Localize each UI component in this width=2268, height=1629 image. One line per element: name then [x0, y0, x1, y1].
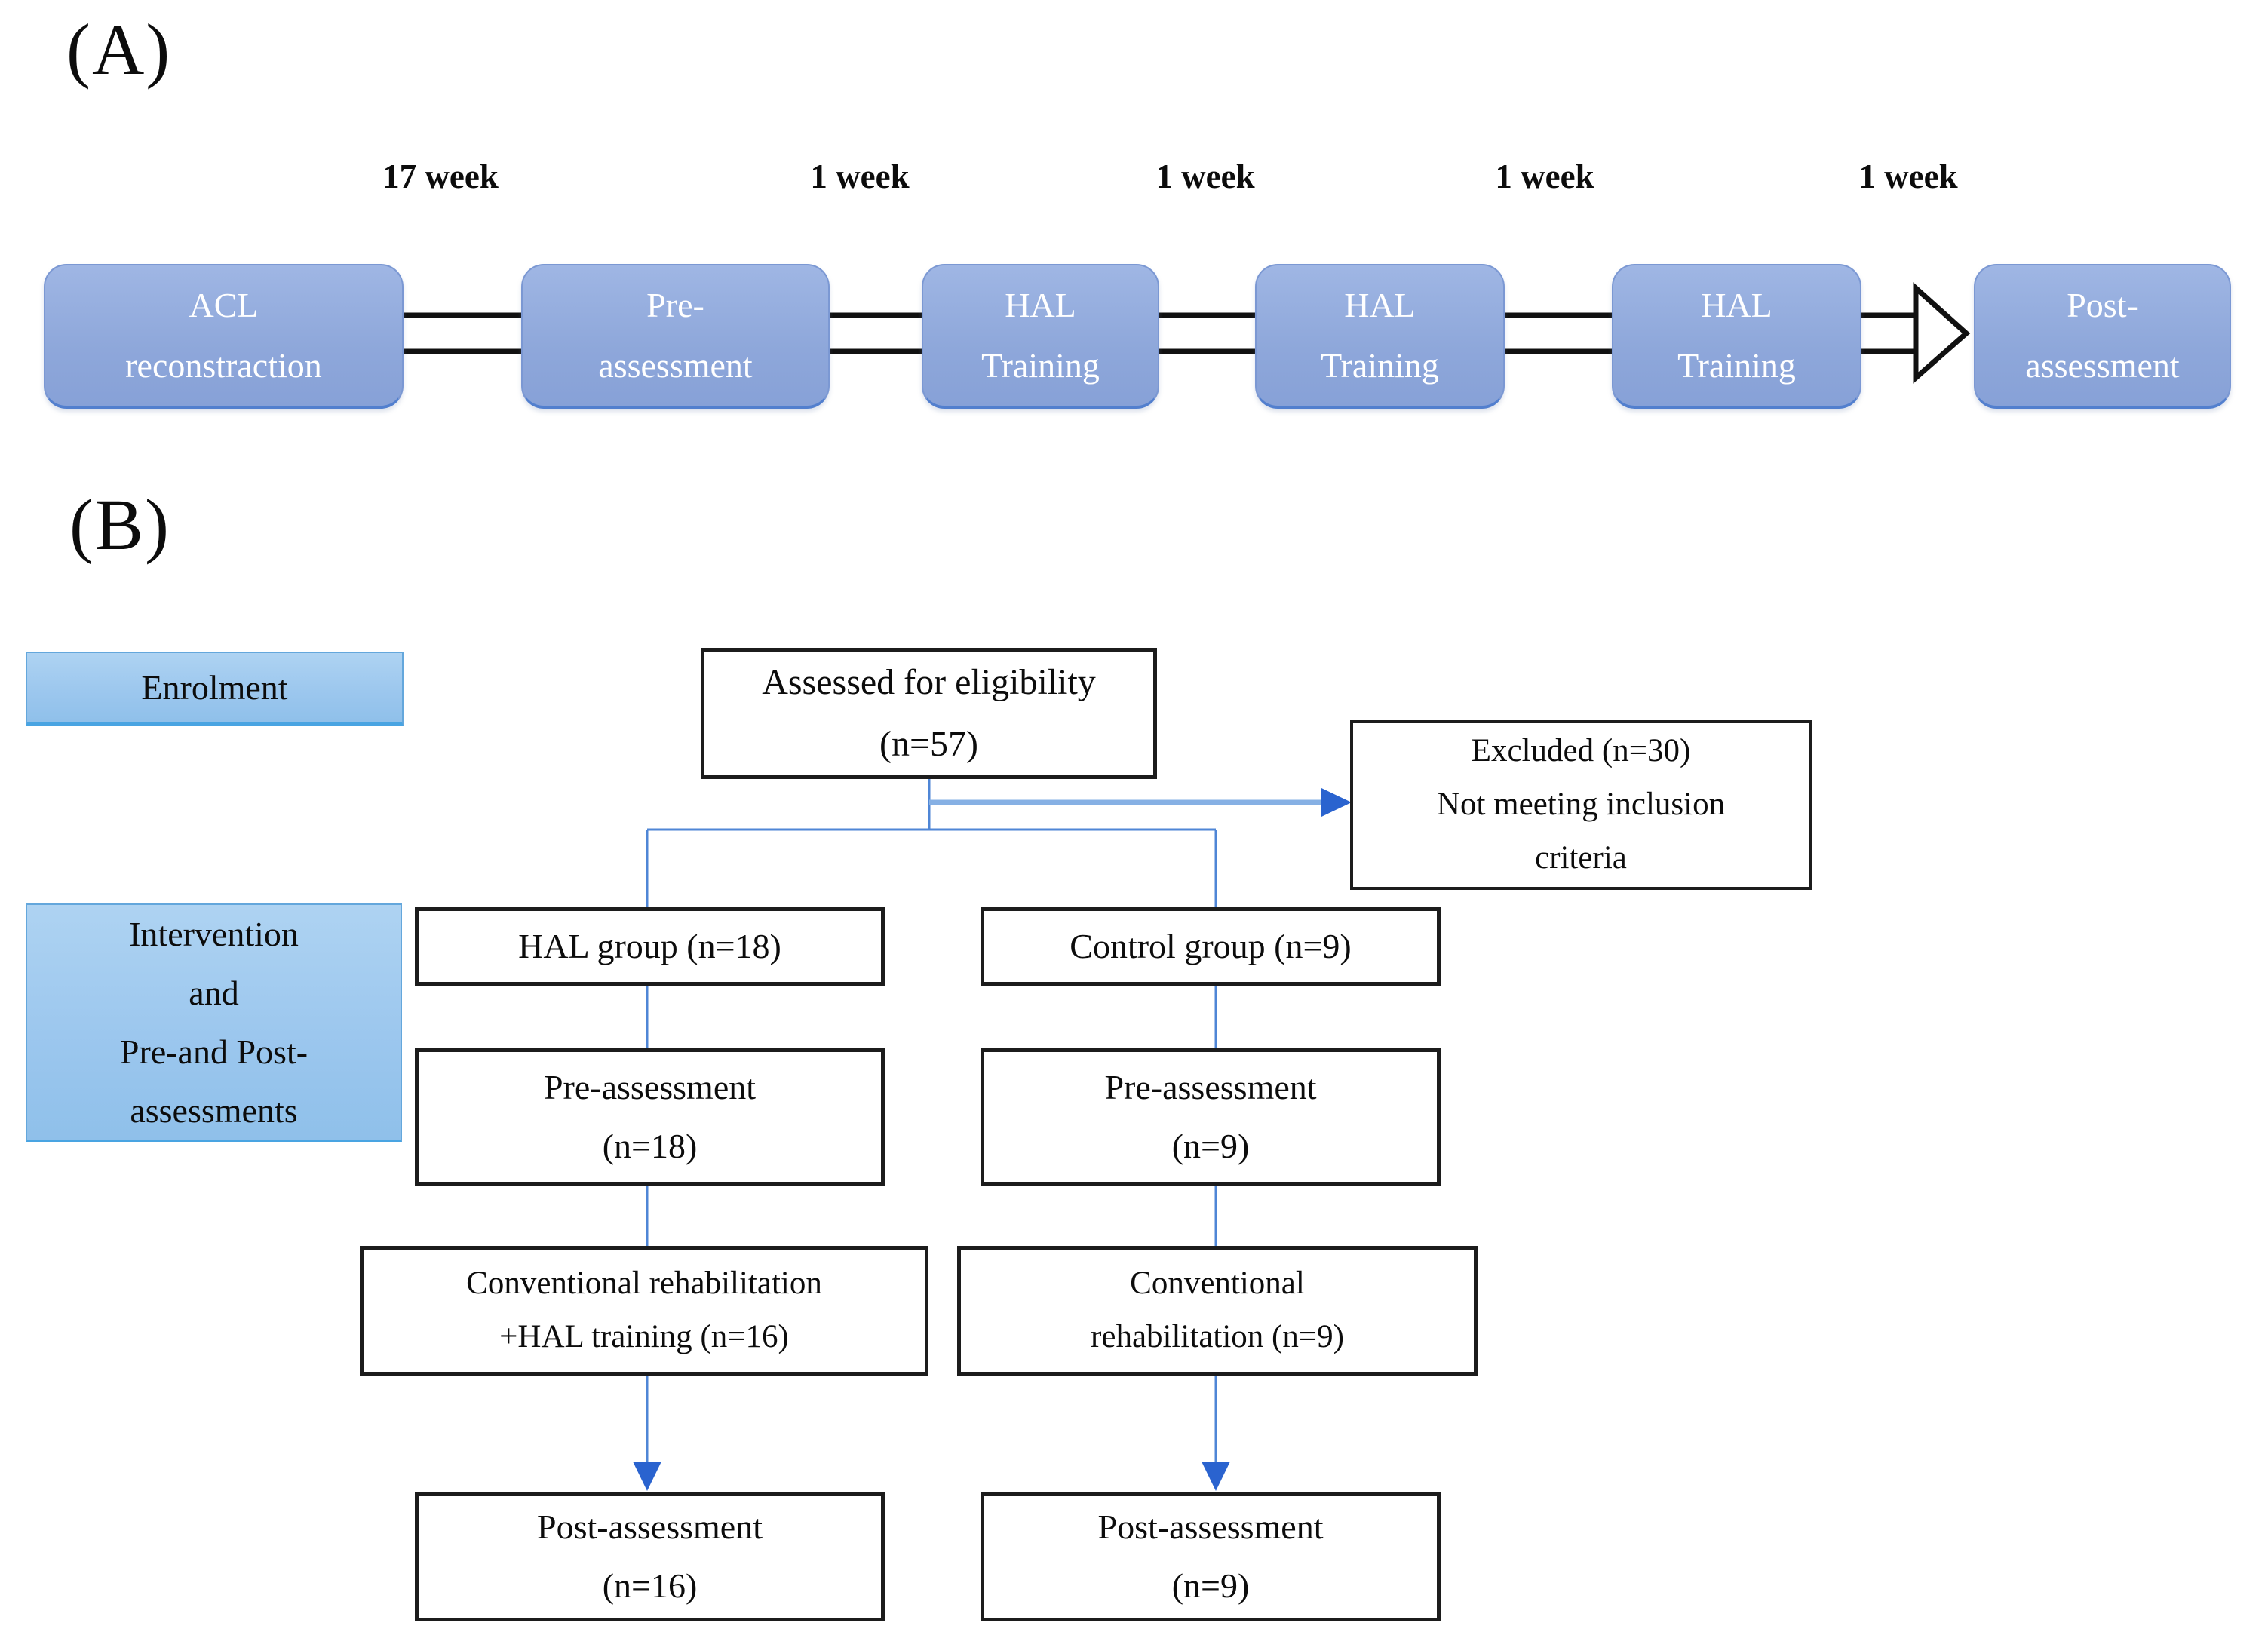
flow-line: criteria — [1535, 839, 1627, 876]
panel-a-label: (A) — [66, 9, 172, 90]
step-line: HAL — [1701, 285, 1772, 324]
stage-label-line: and — [189, 973, 239, 1012]
step-line: HAL — [1344, 285, 1416, 324]
step-line: Training — [1677, 346, 1796, 385]
stage-label-line: Pre-and Post- — [119, 1032, 308, 1071]
flow-box-conventional-hal: Conventional rehabilitation +HAL trainin… — [360, 1246, 928, 1376]
flow-line: (n=9) — [1171, 1127, 1250, 1165]
flow-line: (n=18) — [602, 1127, 698, 1165]
flow-line: Control group (n=9) — [1070, 926, 1352, 965]
flow-line: HAL group (n=18) — [518, 926, 781, 965]
week-label-2: 1 week — [810, 158, 910, 195]
step-line: Pre- — [646, 285, 704, 324]
stage-box-intervention: Intervention and Pre-and Post- assessmen… — [26, 903, 402, 1142]
flow-line: Excluded (n=30) — [1471, 733, 1691, 769]
flow-box-post-assessment-hal: Post-assessment (n=16) — [415, 1492, 885, 1621]
flow-box-pre-assessment-hal: Pre-assessment (n=18) — [415, 1048, 885, 1186]
flow-box-conventional-control: Conventional rehabilitation (n=9) — [957, 1246, 1478, 1376]
step-line: Training — [1321, 346, 1439, 385]
step-box-acl-reconstruction: ACL reconstraction — [44, 264, 404, 409]
flow-box-hal-group: HAL group (n=18) — [415, 907, 885, 986]
flow-line: Post-assessment — [537, 1507, 763, 1546]
flow-line: rehabilitation (n=9) — [1091, 1319, 1344, 1354]
flow-line: Pre-assessment — [1104, 1067, 1317, 1106]
step-box-hal-training-3: HAL Training — [1612, 264, 1861, 409]
stage-label-line: Intervention — [129, 914, 299, 953]
step-box-hal-training-2: HAL Training — [1255, 264, 1505, 409]
flow-line: (n=57) — [879, 724, 979, 764]
timeline-arrow-head — [1913, 282, 1971, 384]
step-line: HAL — [1005, 285, 1076, 324]
stage-label: Enrolment — [141, 667, 288, 707]
flow-line: Not meeting inclusion — [1436, 787, 1726, 823]
week-label-5: 1 week — [1858, 158, 1958, 195]
flow-box-excluded: Excluded (n=30) Not meeting inclusion cr… — [1350, 720, 1812, 890]
flow-box-control-group: Control group (n=9) — [981, 907, 1441, 986]
week-label-4: 1 week — [1495, 158, 1594, 195]
step-line: Training — [981, 346, 1100, 385]
step-line: assessment — [598, 346, 753, 385]
step-box-hal-training-1: HAL Training — [922, 264, 1159, 409]
stage-box-enrolment: Enrolment — [26, 652, 404, 726]
step-box-post-assessment: Post- assessment — [1974, 264, 2231, 409]
step-line: Post- — [2067, 285, 2138, 324]
step-line: ACL — [189, 285, 259, 324]
flow-line: Post-assessment — [1097, 1507, 1324, 1546]
flow-line: (n=9) — [1171, 1566, 1250, 1605]
flow-line: (n=16) — [602, 1566, 698, 1605]
step-line: reconstraction — [125, 346, 322, 385]
week-label-3: 1 week — [1155, 158, 1255, 195]
excluded-arrow-head — [1321, 788, 1352, 817]
step-box-pre-assessment: Pre- assessment — [521, 264, 830, 409]
step-line: assessment — [2025, 346, 2180, 385]
flow-box-assessed: Assessed for eligibility (n=57) — [701, 648, 1157, 779]
flow-box-pre-assessment-control: Pre-assessment (n=9) — [981, 1048, 1441, 1186]
flow-line: Conventional — [1130, 1265, 1305, 1302]
flow-line: +HAL training (n=16) — [499, 1319, 789, 1354]
post-left-arrow-head — [633, 1462, 661, 1491]
flow-line: Assessed for eligibility — [762, 662, 1096, 703]
flow-line: Conventional rehabilitation — [466, 1265, 822, 1302]
post-right-arrow-head — [1202, 1462, 1230, 1491]
panel-b-label: (B) — [69, 484, 170, 565]
flow-line: Pre-assessment — [543, 1067, 757, 1106]
stage-label-line: assessments — [130, 1091, 298, 1130]
flow-box-post-assessment-control: Post-assessment (n=9) — [981, 1492, 1441, 1621]
week-label-1: 17 week — [382, 158, 499, 195]
